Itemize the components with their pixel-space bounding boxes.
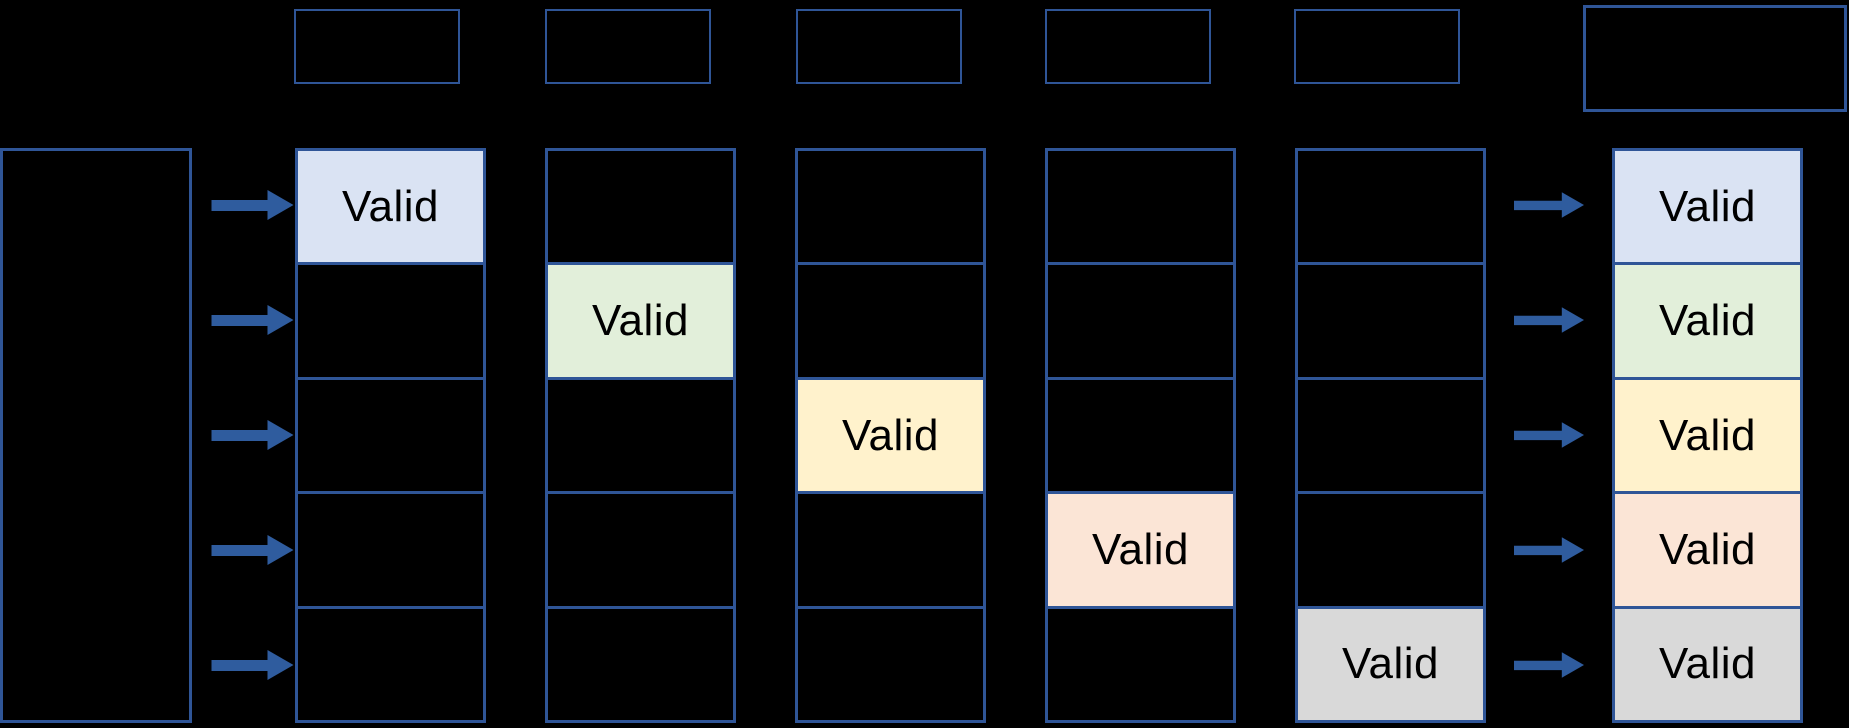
cell-col6-row4: Valid (1615, 491, 1800, 606)
cell-col3-row1 (798, 151, 983, 262)
cell-col6-row5: Valid (1615, 605, 1800, 721)
cell-col2-row2: Valid (548, 262, 733, 377)
cell-col4-row4: Valid (1048, 491, 1233, 606)
cell-col5-row4 (1298, 491, 1483, 605)
left-tall-box (0, 148, 192, 723)
cell-col5-row3 (1298, 376, 1483, 491)
cell-col5-row5: Valid (1298, 605, 1483, 721)
arrow-right-icon (1514, 537, 1584, 563)
arrow-right-icon (211, 305, 294, 335)
top-box-4 (1045, 9, 1211, 84)
cell-col6-row3: Valid (1615, 376, 1800, 492)
cell-col3-row4 (798, 491, 983, 605)
arrow-right-icon (211, 535, 294, 565)
cell-col4-row3 (1048, 376, 1233, 491)
arrow-right-icon (1514, 192, 1584, 218)
cell-col3-row3: Valid (798, 376, 983, 492)
column-2: Valid (545, 148, 736, 723)
top-box-6 (1583, 5, 1847, 112)
arrow-right-icon (211, 190, 294, 220)
cell-col5-row1 (1298, 151, 1483, 262)
cell-col1-row2 (298, 262, 483, 376)
cell-col2-row4 (548, 491, 733, 605)
cell-col3-row5 (798, 605, 983, 720)
arrow-right-icon (211, 650, 294, 680)
cell-col3-row2 (798, 262, 983, 376)
arrow-right-icon (1514, 422, 1584, 448)
arrow-right-icon (1514, 307, 1584, 333)
cell-col1-row5 (298, 605, 483, 720)
cell-col5-row2 (1298, 262, 1483, 376)
cell-col2-row1 (548, 151, 733, 262)
column-5: Valid (1295, 148, 1486, 723)
top-box-3 (796, 9, 962, 84)
cell-col1-row1: Valid (298, 151, 483, 263)
top-box-5 (1294, 9, 1460, 84)
arrow-right-icon (1514, 652, 1584, 678)
cell-col4-row1 (1048, 151, 1233, 262)
cell-col4-row2 (1048, 262, 1233, 376)
top-box-2 (545, 9, 711, 84)
column-1: Valid (295, 148, 486, 723)
cell-col6-row2: Valid (1615, 262, 1800, 377)
arrow-right-icon (211, 420, 294, 450)
cell-col2-row3 (548, 376, 733, 491)
cell-col6-row1: Valid (1615, 151, 1800, 263)
column-3: Valid (795, 148, 986, 723)
column-6: Valid Valid Valid Valid Valid (1612, 148, 1803, 723)
cell-col1-row3 (298, 376, 483, 491)
top-box-1 (294, 9, 460, 84)
cell-col1-row4 (298, 491, 483, 605)
cell-col4-row5 (1048, 605, 1233, 720)
column-4: Valid (1045, 148, 1236, 723)
cell-col2-row5 (548, 605, 733, 720)
